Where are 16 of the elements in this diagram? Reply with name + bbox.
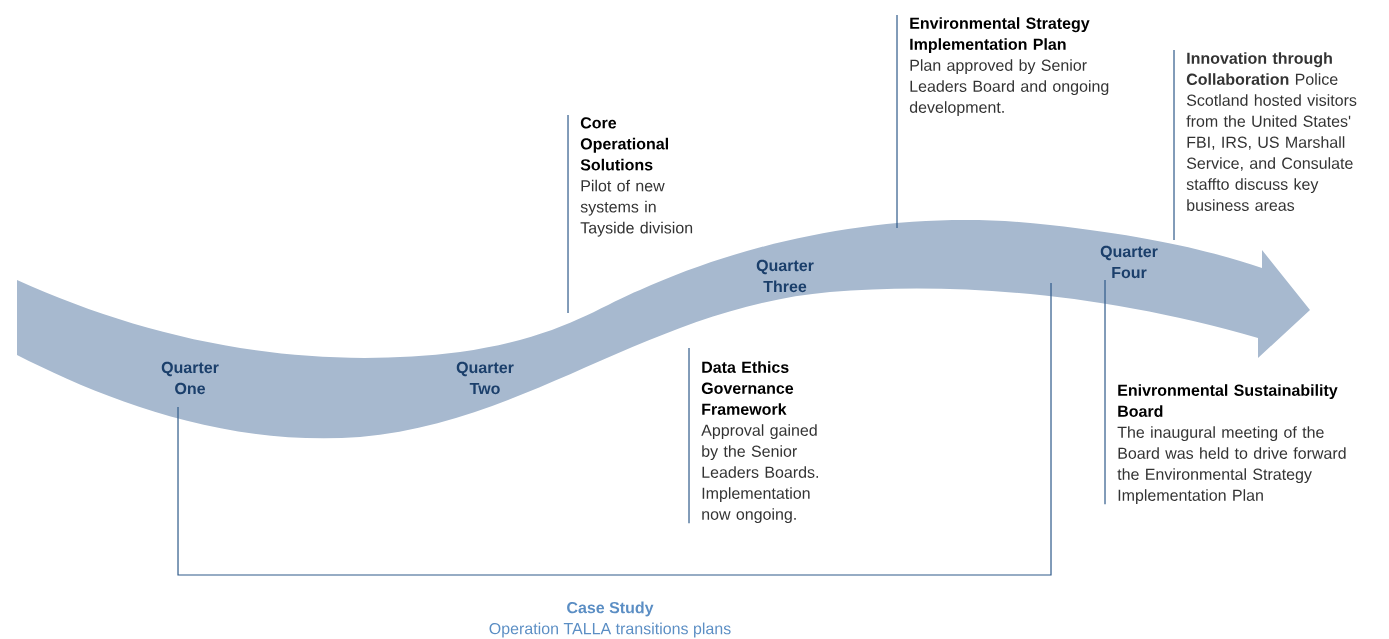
case-study-text: Operation TALLA transitions plans xyxy=(489,622,731,638)
quarter-label: Quarter Three xyxy=(756,259,814,293)
milestone-text: Environmental Strategy Implementation Plan Plan approved by Senior Leaders Board and ongoing development. xyxy=(909,17,1109,117)
milestone-text: Data Ethics Governance Framework Approval gained by the Senior Leaders Boards. Implementation now ongoing. xyxy=(701,361,818,524)
case-study-heading: Case Study xyxy=(567,601,654,617)
leader-line xyxy=(1104,279,1106,505)
milestone-text: Core Operational Solutions Pilot of new systems in Tayside division xyxy=(580,117,693,237)
leader-line xyxy=(896,14,898,229)
quarter-label: Quarter One xyxy=(161,361,219,395)
leader-line xyxy=(688,347,690,524)
quarter-label: Quarter Four xyxy=(1100,245,1158,279)
leader-line xyxy=(567,114,569,314)
milestone-text: Innovation through Collaboration Police Scotland hosted visitors from the United States' FBI, IRS, US Marshall Service, and Consulate staffto discuss key business areas xyxy=(1186,52,1357,211)
milestone-text: Enivronmental Sustainability Board The inaugural meeting of the Board was held to drive forward the Environmental Strategy Implementation Plan xyxy=(1117,384,1346,505)
quarter-label: Quarter Two xyxy=(456,361,514,395)
leader-line xyxy=(1173,49,1175,241)
